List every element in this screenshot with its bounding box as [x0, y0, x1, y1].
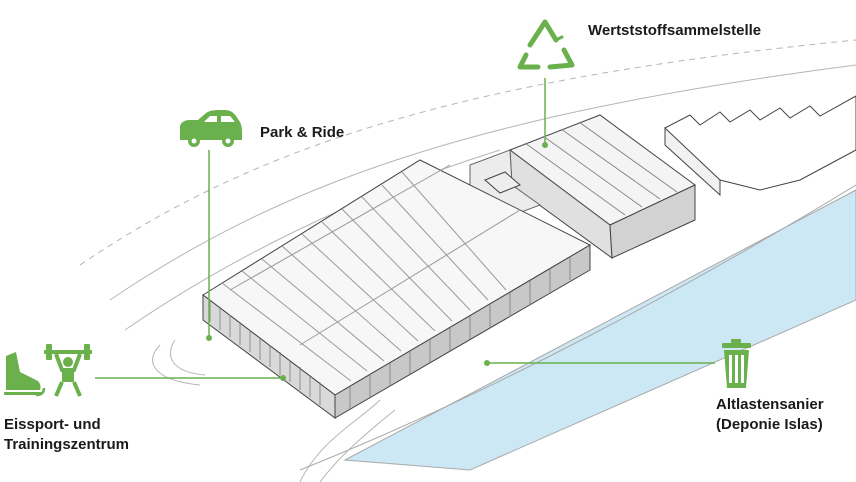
arena-building: [202, 159, 592, 419]
ice-skate-icon: [4, 352, 46, 397]
riverbank: [299, 184, 856, 471]
landfill-label-line1: Altlastensanier: [716, 396, 824, 413]
weightlifter-icon: [44, 344, 92, 397]
leader-lines: [95, 78, 715, 379]
landfill-label-line2: (Deponie Islas): [716, 416, 823, 433]
stepped-building: [664, 95, 856, 197]
park-ride-label: Park & Ride: [260, 124, 345, 141]
recycling-label: Wertststoffsammelstelle: [588, 22, 762, 39]
recycling-building: [508, 114, 696, 260]
leader-dots: [206, 142, 548, 381]
sports-center-label-line2: Trainingszentrum: [4, 436, 130, 453]
car-icon: [180, 110, 242, 147]
trash-can-icon: [722, 339, 751, 388]
recycling-icon: [517, 19, 575, 70]
sports-center-label-line1: Eissport- und: [4, 416, 101, 433]
